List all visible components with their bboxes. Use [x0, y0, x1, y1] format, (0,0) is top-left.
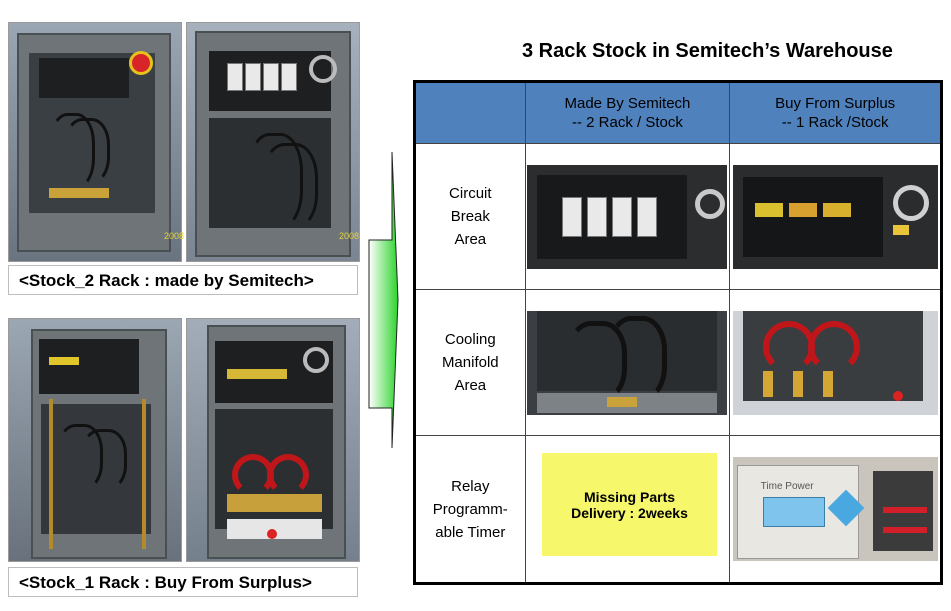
photo-relay-timer: Time Power — [732, 457, 938, 561]
row-label-text: Cooling Manifold Area — [441, 331, 499, 394]
table-row: Cooling Manifold Area — [414, 289, 942, 436]
caption-stock1: <Stock_1 Rack : Buy From Surplus> — [8, 567, 358, 597]
table-header-row: Made By Semitech -- 2 Rack / Stock Buy F… — [414, 81, 942, 144]
cell-circuit-surplus — [729, 143, 942, 290]
row-label-relay-timer: Relay Programm- able Timer — [414, 435, 526, 584]
photo-stock1-rack-left — [8, 318, 182, 562]
table-row: Circuit Break Area — [414, 143, 942, 290]
row-label-circuit-break: Circuit Break Area — [414, 143, 526, 290]
cell-cooling-semitech — [524, 289, 731, 436]
row-label-text: Relay Programm- able Timer — [432, 477, 508, 541]
row-label-text: Circuit Break Area — [449, 185, 492, 248]
photo-stock2-rack-right: 2008 — [186, 22, 360, 262]
photo-date-stamp: 2008 — [164, 231, 185, 241]
photo-circuit-surplus — [732, 164, 938, 269]
row-label-cooling-manifold: Cooling Manifold Area — [414, 289, 526, 436]
page-title: 3 Rack Stock in Semitech’s Warehouse — [522, 40, 893, 62]
header-made-by-semitech-text: Made By Semitech -- 2 Rack / Stock — [564, 95, 691, 131]
photo-cooling-surplus — [732, 310, 938, 415]
header-cell-blank — [414, 81, 526, 144]
cell-circuit-semitech — [524, 143, 731, 290]
table-row: Relay Programm- able Timer Time Power — [414, 435, 942, 584]
header-buy-from-surplus-text: Buy From Surplus -- 1 Rack /Stock — [775, 95, 896, 131]
caption-stock2: <Stock_2 Rack : made by Semitech> — [8, 265, 358, 295]
cell-cooling-surplus — [729, 289, 942, 436]
photo-circuit-semitech — [527, 164, 728, 269]
header-buy-from-surplus: Buy From Surplus -- 1 Rack /Stock — [729, 81, 942, 144]
timer-brand-label: Time Power — [760, 481, 814, 492]
arrow-right-icon — [368, 151, 399, 449]
photo-cooling-semitech — [527, 310, 728, 415]
missing-parts-line1: Missing Parts — [583, 488, 676, 505]
header-made-by-semitech: Made By Semitech -- 2 Rack / Stock — [524, 81, 731, 144]
photo-stock2-rack-left: 2008 — [8, 22, 185, 262]
photo-date-stamp: 2008 — [339, 231, 360, 241]
comparison-table: Made By Semitech -- 2 Rack / Stock Buy F… — [413, 80, 943, 585]
missing-parts-line2: Delivery : 2weeks — [571, 504, 688, 521]
photo-stock1-rack-right — [186, 318, 360, 562]
missing-parts-note: Missing Parts Delivery : 2weeks — [542, 453, 717, 556]
cell-relay-surplus: Time Power — [729, 435, 942, 584]
